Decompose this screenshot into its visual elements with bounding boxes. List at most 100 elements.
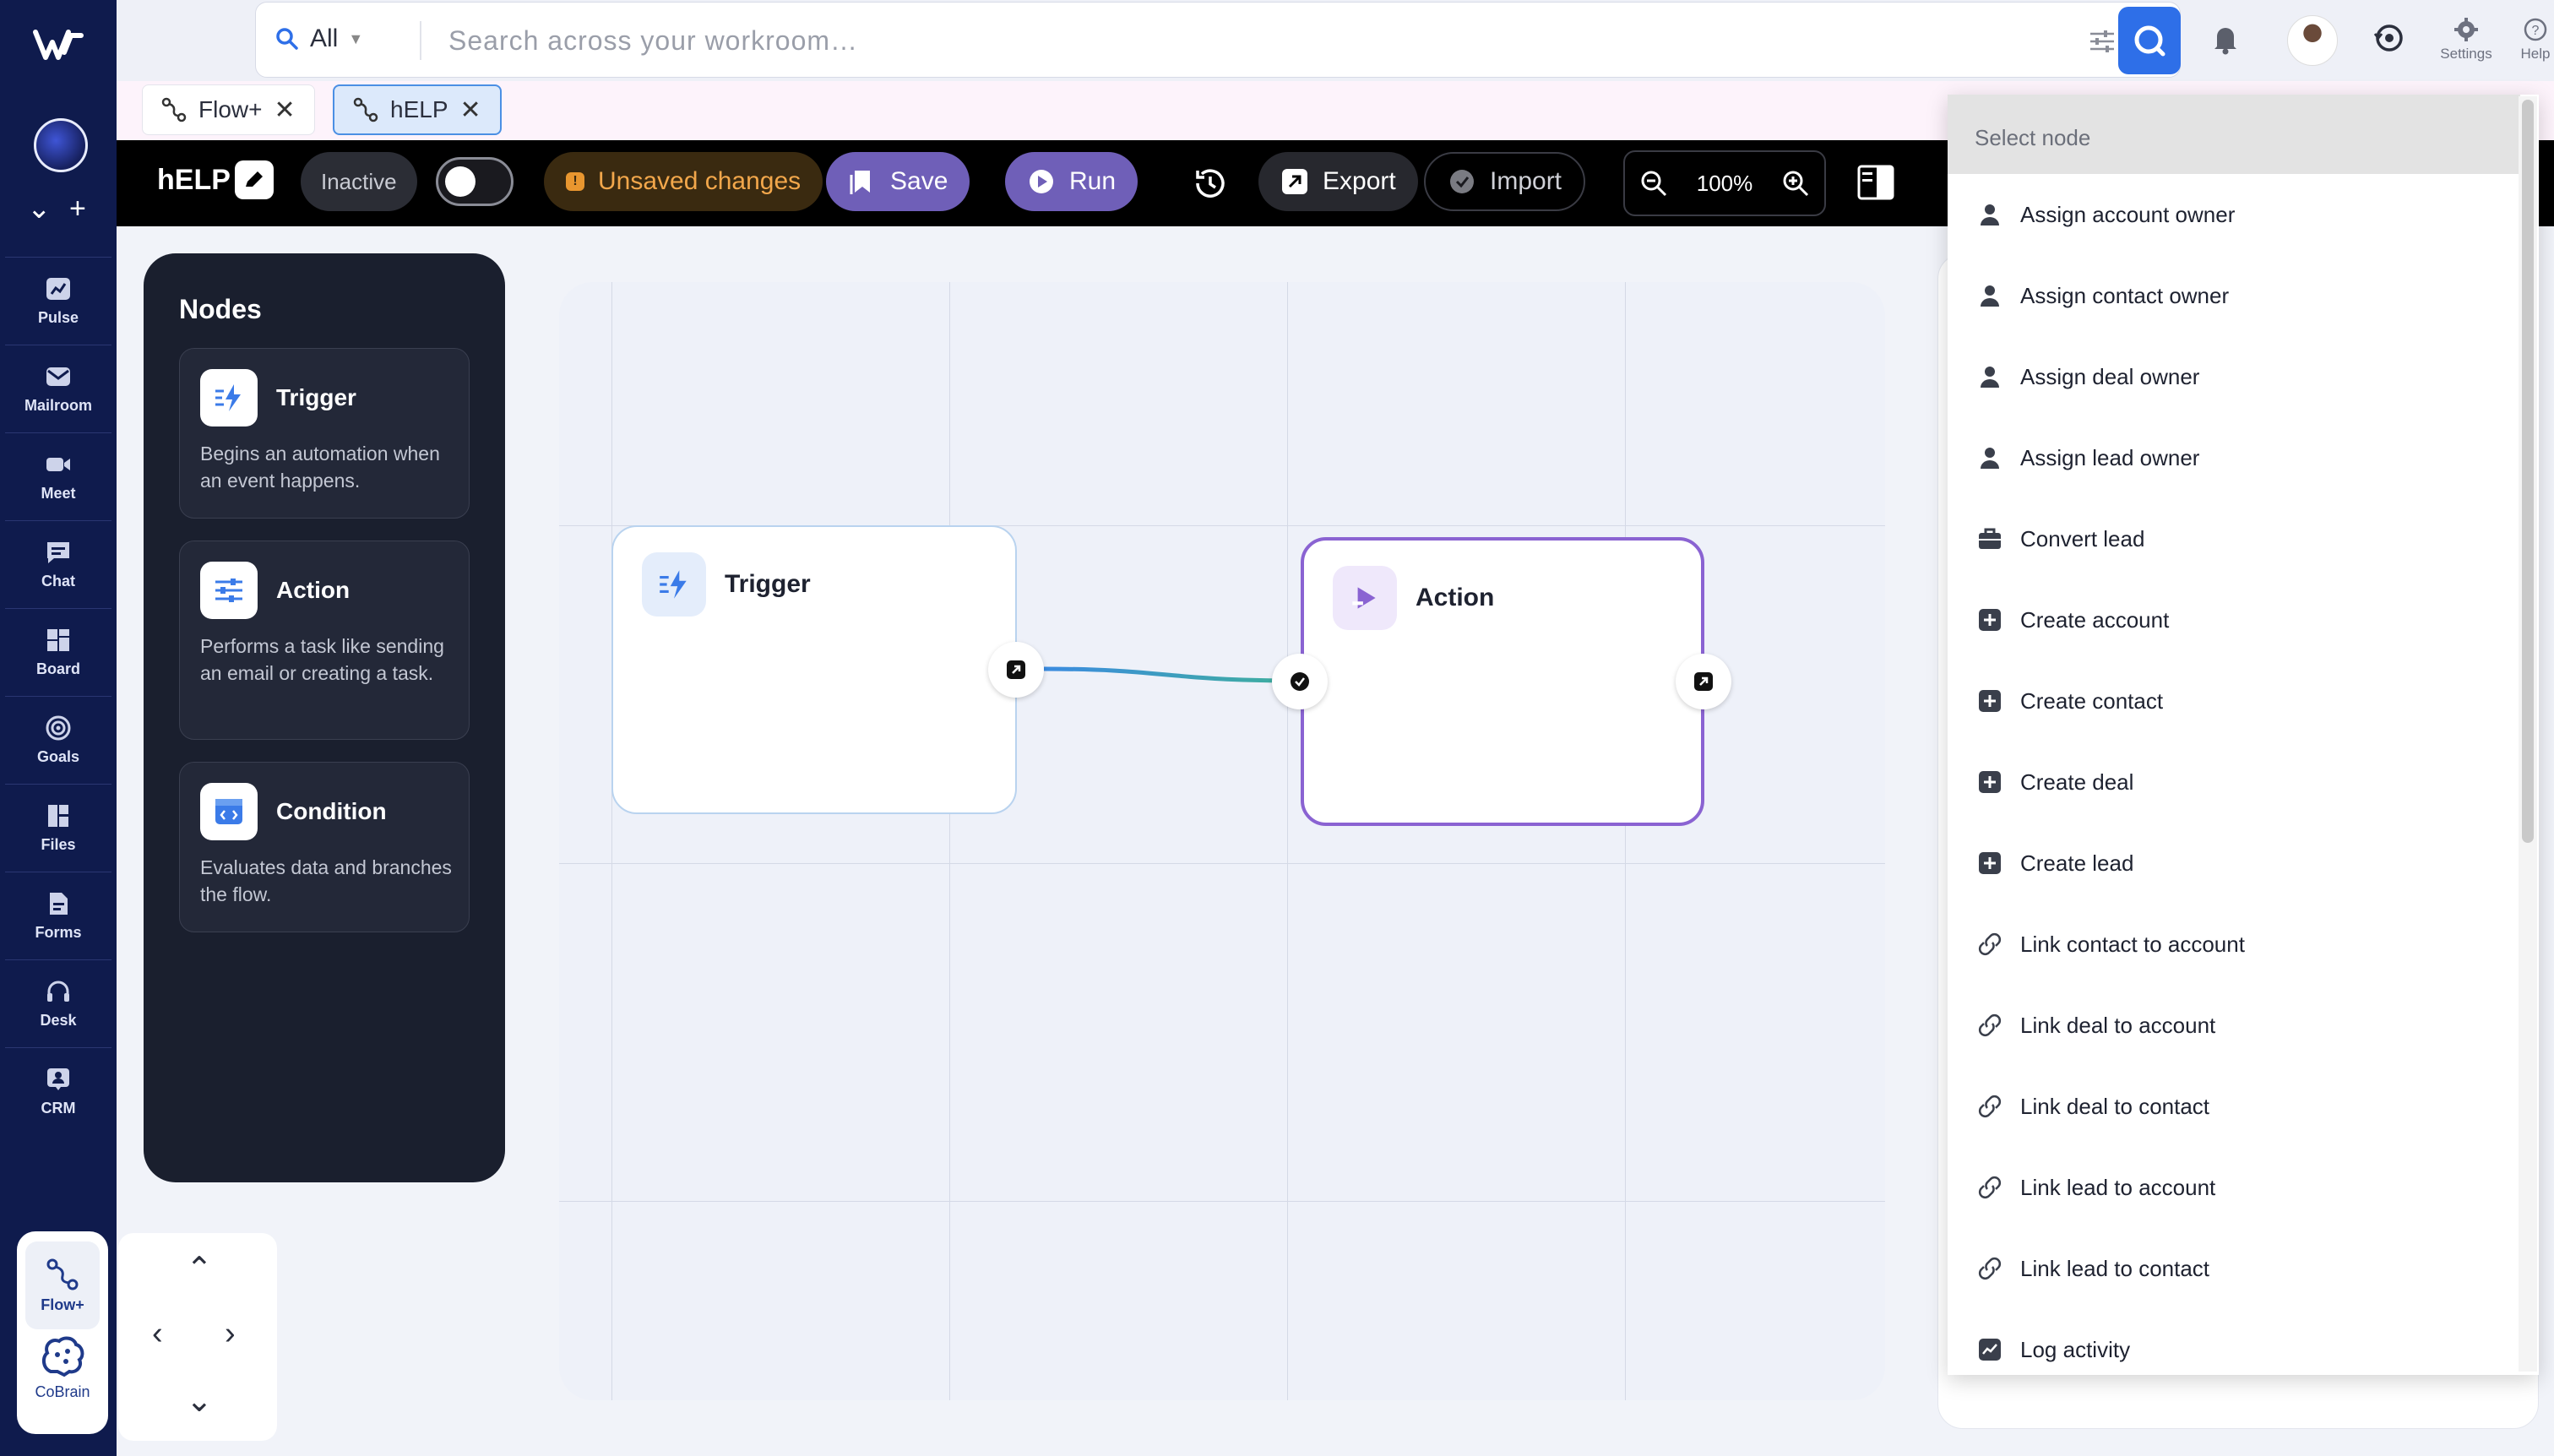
dropdown-item[interactable]: Link lead to account (1948, 1147, 2520, 1228)
nodes-panel-title: Nodes (179, 294, 262, 324)
filter-icon[interactable] (2087, 26, 2117, 57)
save-button[interactable]: Save (826, 152, 970, 211)
desk-icon (47, 981, 69, 1002)
active-toggle[interactable] (436, 157, 514, 206)
import-button[interactable]: Import (1424, 152, 1586, 211)
pan-left-icon[interactable]: ‹ (152, 1316, 163, 1351)
action-input-port[interactable] (1272, 654, 1328, 709)
plus-box-icon (1976, 769, 2003, 796)
dropdown-item[interactable]: Link deal to account (1948, 985, 2520, 1066)
crm-icon (47, 1068, 69, 1090)
dropdown-item[interactable]: Convert lead (1948, 498, 2520, 579)
node-template-condition[interactable]: Condition Evaluates data and branches th… (179, 762, 470, 932)
flow-canvas[interactable] (559, 282, 1885, 1400)
dropdown-item[interactable]: Assign deal owner (1948, 336, 2520, 417)
dropdown-item[interactable]: Create contact (1948, 660, 2520, 742)
history-icon (2373, 24, 2403, 52)
gear-icon (2454, 18, 2478, 41)
node-template-head: Condition (200, 783, 387, 840)
pan-up-icon[interactable]: ⌃ (186, 1252, 213, 1287)
notifications-button[interactable] (2204, 17, 2247, 59)
dropdown-item[interactable]: Link lead to contact (1948, 1228, 2520, 1309)
pulse-icon (46, 278, 70, 300)
close-icon[interactable]: ✕ (459, 95, 481, 124)
rename-button[interactable] (235, 160, 274, 199)
dropdown-item[interactable]: Link deal to contact (1948, 1066, 2520, 1147)
sidebar-item-cobrain[interactable]: CoBrain (25, 1334, 100, 1401)
dropdown-item[interactable]: Create deal (1948, 742, 2520, 823)
dropdown-item[interactable]: Assign lead owner (1948, 417, 2520, 498)
node-template-trigger[interactable]: Trigger Begins an automation when an eve… (179, 348, 470, 519)
dropdown-item[interactable]: Create account (1948, 579, 2520, 660)
files-icon (48, 805, 68, 827)
person-icon (1976, 201, 2003, 228)
settings-label: Settings (2440, 46, 2492, 62)
export-button[interactable]: Export (1258, 152, 1418, 211)
trigger-output-port[interactable] (988, 642, 1044, 698)
search-scope-select[interactable]: All ▼ (274, 24, 363, 53)
close-icon[interactable]: ✕ (274, 95, 296, 124)
dropdown-scrollbar-thumb[interactable] (2522, 100, 2534, 843)
zoom-out-icon[interactable] (1639, 169, 1668, 198)
zoom-in-icon[interactable] (1781, 169, 1810, 198)
dropdown-item[interactable]: Assign contact owner (1948, 255, 2520, 336)
run-button[interactable]: Run (1005, 152, 1138, 211)
add-workspace-icon[interactable]: + (69, 193, 86, 225)
pan-down-icon[interactable]: ⌄ (186, 1383, 213, 1419)
zoom-level: 100% (1696, 170, 1753, 196)
save-label: Save (890, 167, 948, 195)
sidebar-item-chat[interactable]: Chat (5, 520, 111, 608)
briefcase-icon (1976, 525, 2003, 552)
node-head: Action (1333, 566, 1494, 630)
sidebar-item-goals[interactable]: Goals (5, 696, 111, 784)
history-icon[interactable] (1189, 162, 1231, 204)
dropdown-item[interactable]: Log activity (1948, 1309, 2520, 1375)
dropdown-item-label: Link deal to account (2020, 1012, 2216, 1038)
sidebar-item-flow[interactable]: Flow+ (25, 1241, 100, 1329)
dropdown-item-label: Link contact to account (2020, 931, 2245, 957)
sidebar-item-label: Files (41, 836, 76, 853)
dropdown-item[interactable]: Create lead (1948, 823, 2520, 904)
node-name: Action (1416, 584, 1495, 611)
layout-icon[interactable] (1856, 164, 1895, 201)
canvas-node-action[interactable]: Action (1301, 537, 1704, 826)
sidebar-item-label: Mailroom (24, 397, 92, 414)
node-name: Trigger (725, 570, 811, 598)
action-output-port[interactable] (1676, 654, 1731, 709)
workspace-avatar[interactable] (34, 118, 88, 172)
sidebar-item-mailroom[interactable]: Mailroom (5, 345, 111, 432)
sidebar-item-pulse[interactable]: Pulse (5, 257, 111, 345)
tab-flow[interactable]: Flow+ ✕ (142, 84, 315, 135)
trigger-icon (642, 552, 706, 617)
node-head: Trigger (642, 552, 811, 617)
tab-label: Flow+ (198, 96, 263, 122)
sidebar-item-crm[interactable]: CRM (5, 1047, 111, 1135)
canvas-node-trigger[interactable]: Trigger (611, 525, 1017, 814)
activity-button[interactable] (2368, 17, 2410, 59)
unsaved-badge: ! Unsaved changes (544, 152, 823, 211)
sidebar-item-label: Meet (41, 485, 76, 502)
search-input[interactable] (448, 19, 2053, 62)
flow-title: hELP (157, 164, 231, 196)
dropdown-item-label: Convert lead (2020, 525, 2145, 551)
sidebar-item-desk[interactable]: Desk (5, 959, 111, 1047)
dropdown-item[interactable]: Link contact to account (1948, 904, 2520, 985)
pan-right-icon[interactable]: › (225, 1316, 236, 1351)
dropdown-item[interactable]: Assign account owner (1948, 174, 2520, 255)
node-template-action[interactable]: Action Performs a task like sending an e… (179, 541, 470, 740)
app-logo[interactable] (32, 24, 84, 66)
sidebar-item-forms[interactable]: Forms (5, 872, 111, 959)
trigger-icon (200, 369, 258, 426)
sidebar-item-board[interactable]: Board (5, 608, 111, 696)
flow-icon (353, 97, 378, 122)
chevron-down-icon[interactable]: ⌄ (27, 193, 52, 225)
user-avatar[interactable] (2287, 15, 2338, 66)
help-button[interactable]: ? Help (2502, 17, 2554, 62)
settings-button[interactable]: Settings (2432, 17, 2500, 62)
sidebar-item-files[interactable]: Files (5, 784, 111, 872)
link-icon (1976, 1255, 2003, 1282)
activity-icon (1976, 1336, 2003, 1363)
search-button[interactable] (2118, 7, 2181, 74)
sidebar-item-meet[interactable]: Meet (5, 432, 111, 520)
tab-help[interactable]: hELP ✕ (333, 84, 502, 135)
